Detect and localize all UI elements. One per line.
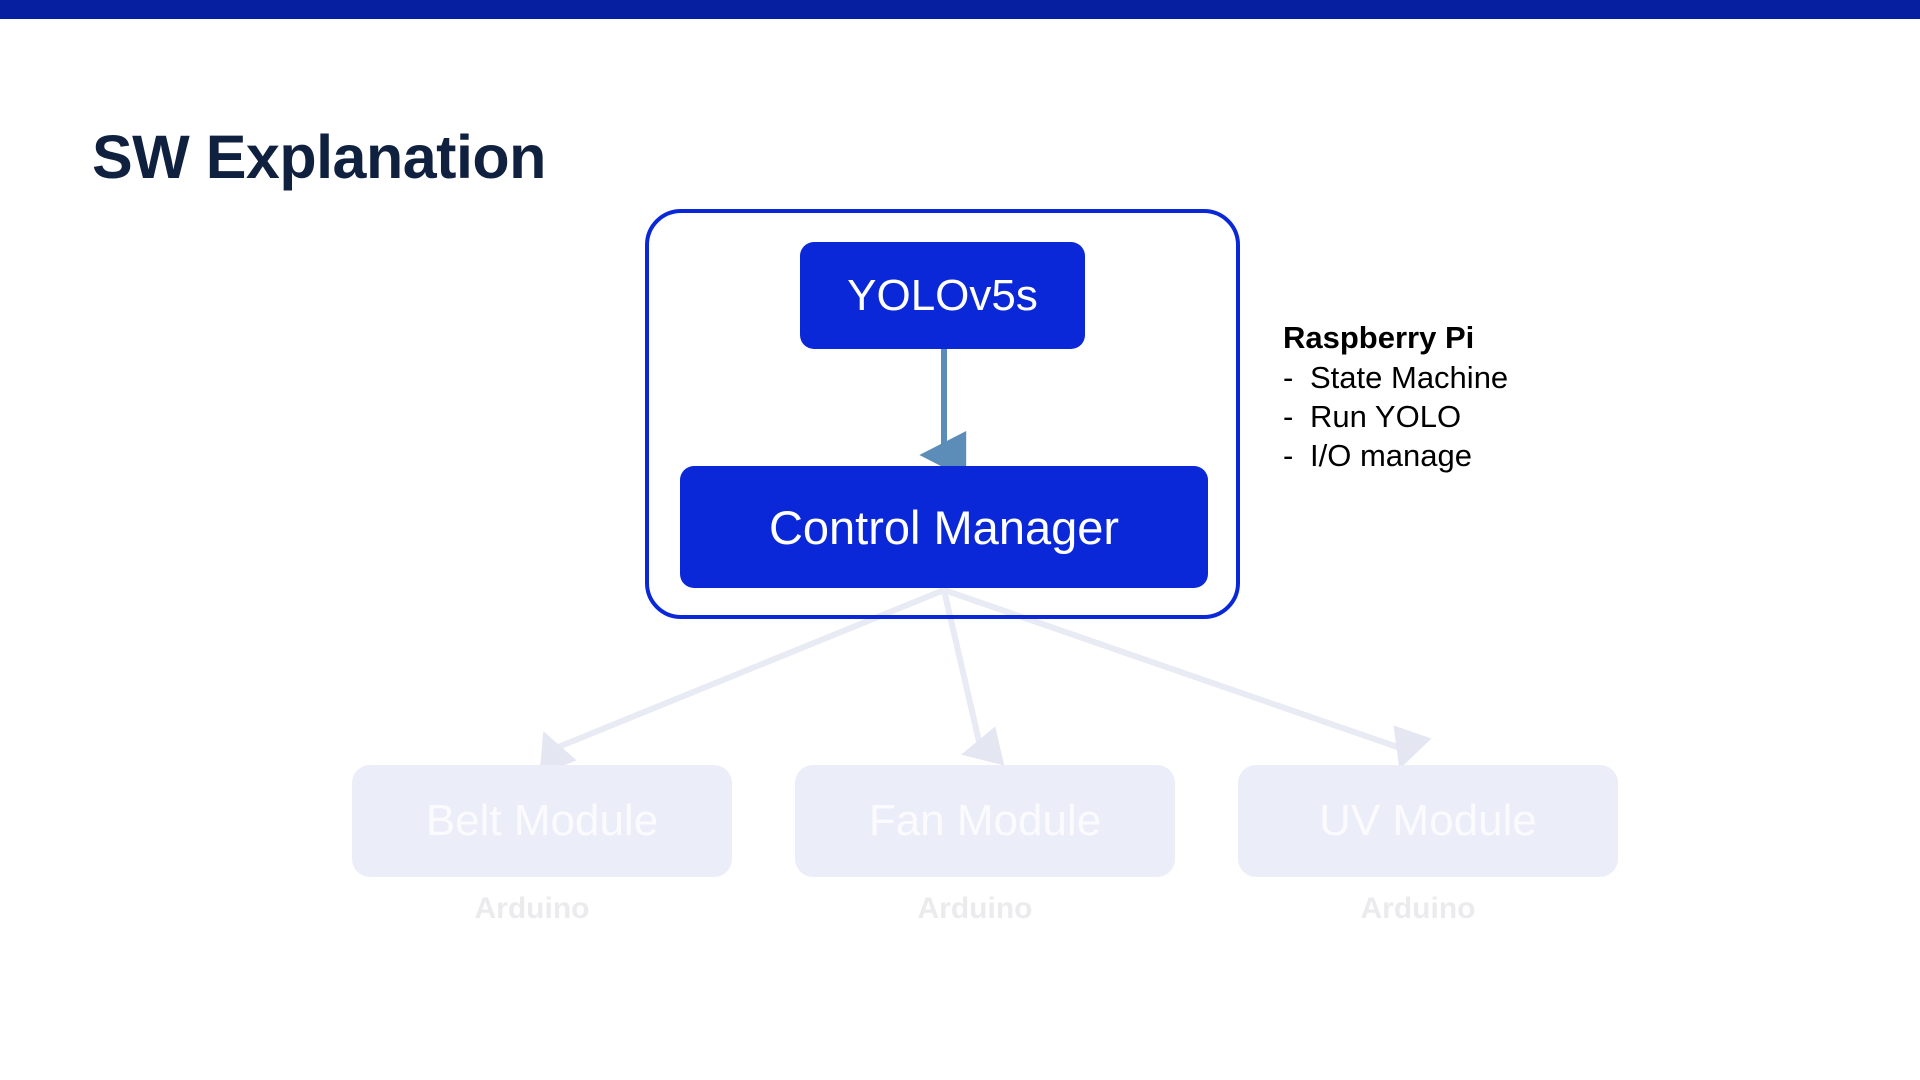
raspberry-pi-note-label: I/O manage bbox=[1310, 438, 1472, 474]
raspberry-pi-note-label: Run YOLO bbox=[1310, 399, 1462, 435]
raspberry-pi-note-item: - Run YOLO bbox=[1283, 397, 1713, 436]
raspberry-pi-notes: Raspberry Pi - State Machine - Run YOLO … bbox=[1283, 318, 1713, 475]
node-belt-module[interactable]: Belt Module bbox=[352, 765, 732, 877]
bullet-dash-icon: - bbox=[1283, 360, 1294, 396]
node-uv-module-sublabel: Arduino bbox=[1360, 892, 1476, 925]
node-fan-module-sublabel: Arduino bbox=[917, 892, 1033, 925]
raspberry-pi-notes-heading: Raspberry Pi bbox=[1283, 320, 1475, 355]
bullet-dash-icon: - bbox=[1283, 399, 1294, 435]
raspberry-pi-note-item: - I/O manage bbox=[1283, 436, 1713, 475]
node-fan-module[interactable]: Fan Module bbox=[795, 765, 1175, 877]
raspberry-pi-note-label: State Machine bbox=[1310, 360, 1509, 396]
raspberry-pi-note-item: - State Machine bbox=[1283, 358, 1713, 397]
node-control-manager[interactable]: Control Manager bbox=[680, 466, 1208, 588]
node-control-manager-label: Control Manager bbox=[768, 500, 1120, 554]
page-title: SW Explanation bbox=[92, 122, 546, 191]
node-belt-module-label: Belt Module bbox=[425, 796, 659, 845]
top-accent-bar bbox=[0, 0, 1920, 19]
node-uv-module[interactable]: UV Module bbox=[1238, 765, 1618, 877]
raspberry-pi-group-container bbox=[645, 209, 1240, 619]
bullet-dash-icon: - bbox=[1283, 438, 1294, 474]
node-yolov5s[interactable]: YOLOv5s bbox=[800, 242, 1085, 349]
node-uv-module-label: UV Module bbox=[1319, 796, 1537, 845]
node-fan-module-label: Fan Module bbox=[868, 796, 1102, 845]
node-yolov5s-label: YOLOv5s bbox=[847, 270, 1038, 320]
node-belt-module-sublabel: Arduino bbox=[474, 892, 590, 925]
